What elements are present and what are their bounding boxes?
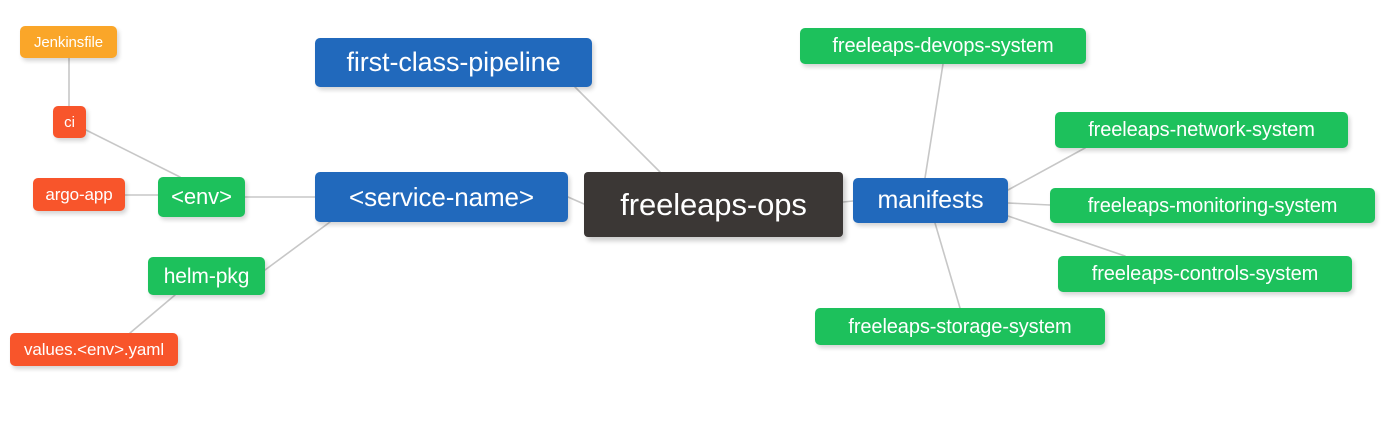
node-freeleaps-storage-system[interactable]: freeleaps-storage-system (815, 308, 1105, 345)
node-values-env-yaml[interactable]: values.<env>.yaml (10, 333, 178, 366)
node-freeleaps-controls-system[interactable]: freeleaps-controls-system (1058, 256, 1352, 292)
edge-helm-pkg-to-values-env-yaml (129, 294, 176, 334)
node-ci[interactable]: ci (53, 106, 86, 138)
node-helm-pkg[interactable]: helm-pkg (148, 257, 265, 295)
edge-manifests-to-freeleaps-devops-system (924, 63, 944, 179)
node-freeleaps-network-system[interactable]: freeleaps-network-system (1055, 112, 1348, 148)
edge-freeleaps-ops-to-manifests (842, 200, 854, 203)
edge-service-name-to-helm-pkg (264, 221, 331, 271)
edge-freeleaps-ops-to-first-class-pipeline (574, 86, 661, 173)
node-env[interactable]: <env> (158, 177, 245, 217)
edge-manifests-to-freeleaps-storage-system (934, 222, 961, 309)
edge-manifests-to-freeleaps-network-system (1007, 147, 1086, 191)
edge-env-to-ci (85, 129, 181, 178)
node-freeleaps-devops-system[interactable]: freeleaps-devops-system (800, 28, 1086, 64)
node-service-name[interactable]: <service-name> (315, 172, 568, 222)
node-argo-app[interactable]: argo-app (33, 178, 125, 211)
node-first-class-pipeline[interactable]: first-class-pipeline (315, 38, 592, 87)
edge-manifests-to-freeleaps-monitoring-system (1007, 202, 1051, 206)
node-manifests[interactable]: manifests (853, 178, 1008, 223)
node-freeleaps-monitoring-system[interactable]: freeleaps-monitoring-system (1050, 188, 1375, 223)
edge-freeleaps-ops-to-service-name (567, 196, 585, 205)
node-freeleaps-ops[interactable]: freeleaps-ops (584, 172, 843, 237)
node-jenkinsfile[interactable]: Jenkinsfile (20, 26, 117, 58)
